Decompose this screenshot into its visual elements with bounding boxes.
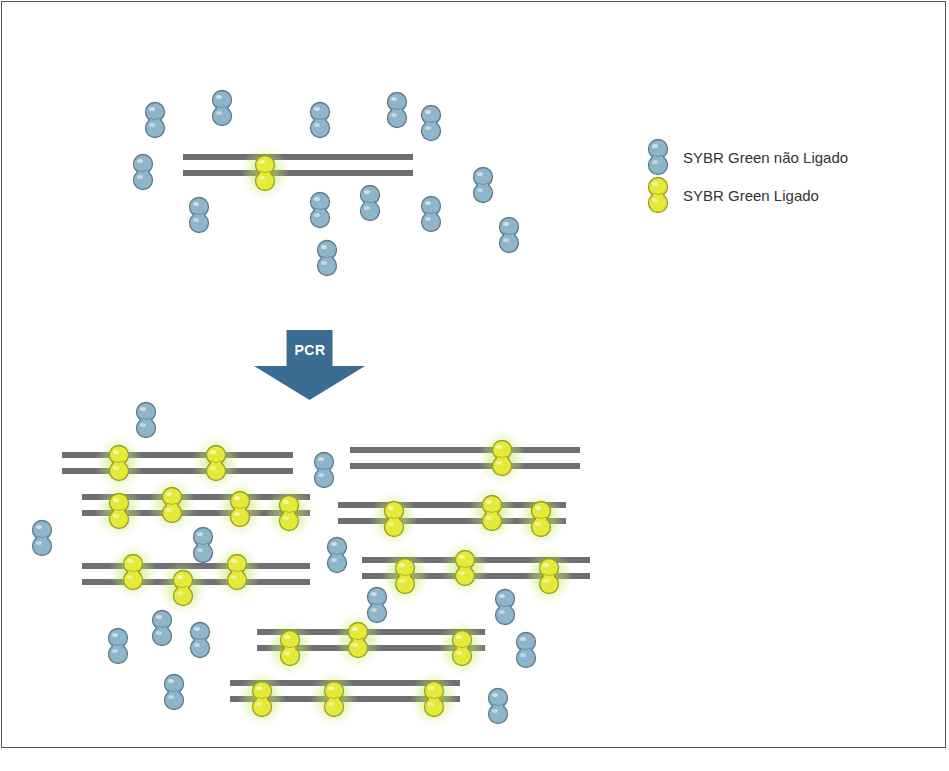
free-dye [361,186,380,221]
legend-swatch [645,138,671,176]
free-dye [213,91,232,126]
free-dye [388,93,407,128]
bound-dye [478,430,526,486]
legend-entry: SYBR Green não Ligado [645,138,848,176]
bound-dye [265,485,313,541]
free-dye [109,629,128,664]
process-arrow: PCR [254,330,365,400]
bound-dye [238,671,286,727]
legend-label: SYBR Green Ligado [683,187,819,204]
free-dye [137,403,156,438]
bound-dye [109,544,157,600]
dna-duplex [362,540,590,604]
bound-dye [525,548,573,604]
arrow-shape [254,330,365,400]
bound-dye [370,491,418,547]
free-dye [422,106,441,141]
free-dye [191,623,210,658]
free-dye [474,168,493,203]
bound-dye [95,435,143,491]
bound-dye [438,620,486,676]
free-dye [649,140,668,175]
free-dye [500,218,519,253]
bound-dye [410,671,458,727]
free-dye [153,611,172,646]
free-dye [649,178,668,213]
dna-duplex [338,485,566,547]
free-dye [311,103,330,138]
free-dye [190,198,209,233]
bound-dye [468,485,516,541]
legend-label: SYBR Green não Ligado [683,149,848,166]
bound-dye [216,481,264,537]
legend: SYBR Green não LigadoSYBR Green Ligado [645,138,848,214]
bound-dye [241,145,289,201]
bound-dye [159,560,207,616]
frame [2,2,946,748]
free-dye [422,197,441,232]
free-dye [496,590,515,625]
legend-swatch [645,176,671,214]
dna-duplex [350,430,580,486]
bound-dye [381,548,429,604]
bound-dye [517,491,565,547]
free-dye [489,689,508,724]
bound-dye [95,483,143,539]
bound-dye [213,544,261,600]
bound-dye [310,671,358,727]
free-dye [146,103,165,138]
free-dye [134,155,153,190]
bound-dye [441,540,489,596]
free-dye [328,538,347,573]
free-dye [33,521,52,556]
dna-duplex [230,671,460,727]
dna-duplex [257,612,486,676]
free-dye [318,241,337,276]
free-dye [194,528,213,563]
free-dye [315,453,334,488]
dna-duplex [82,544,310,616]
free-dye [368,588,387,623]
bound-dye [266,620,314,676]
free-dye [165,675,184,710]
arrow-label: PCR [254,330,365,358]
free-dye [311,193,330,228]
bound-dye [148,477,196,533]
free-dye [517,633,536,668]
legend-entry: SYBR Green Ligado [645,176,848,214]
